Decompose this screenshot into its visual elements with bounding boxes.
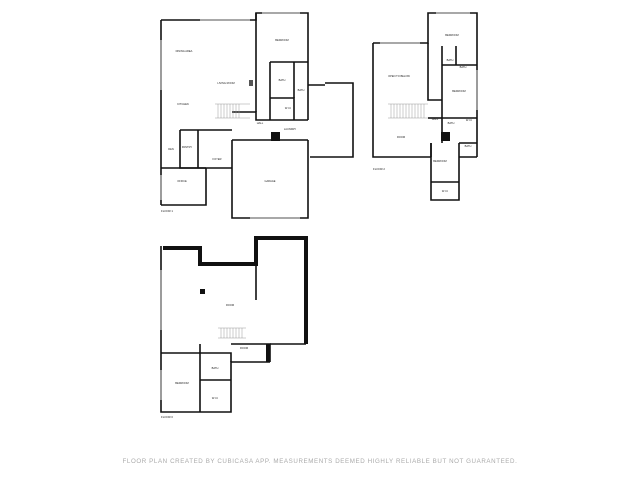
room-label: BATH	[460, 65, 467, 69]
room-label: BATH	[447, 58, 454, 62]
room-label: PANTRY	[182, 145, 193, 149]
room-label: LIVING ROOM	[217, 81, 234, 85]
room-label: OFFICE	[177, 179, 187, 183]
floor-0-name: FLOOR 0	[161, 415, 173, 419]
floor-1-fixture	[249, 80, 253, 86]
room-label: OPEN TO BELOW	[388, 74, 410, 78]
room-label: HALL	[257, 121, 264, 125]
floor-1-name: FLOOR 1	[161, 209, 173, 213]
room-label: BEDROOM	[175, 381, 188, 385]
floor-2-stairs	[388, 103, 428, 119]
room-label: W.I.C	[212, 396, 218, 400]
floor-1-stairs	[215, 103, 250, 119]
room-label: BATH	[298, 88, 305, 92]
room-label: BEDROOM	[433, 159, 446, 163]
floor-2-plan	[372, 12, 478, 201]
room-label: BATH	[212, 366, 219, 370]
room-label: DEN	[168, 147, 174, 151]
floor-1-labels: DINING AREA LIVING ROOM BEDROOM KITCHEN …	[168, 38, 304, 183]
room-label: W.I.C	[285, 106, 291, 110]
room-label: KITCHEN	[177, 102, 189, 106]
floor-0-stairs	[218, 327, 246, 339]
floor-1-plan	[160, 12, 354, 219]
floor-2-windows	[380, 12, 478, 110]
room-label: GARAGE	[264, 179, 275, 183]
disclaimer-footer: FLOOR PLAN CREATED BY CUBICASA APP. MEAS…	[122, 458, 518, 465]
room-label: ROOM	[240, 346, 248, 350]
room-label: DINING AREA	[176, 49, 193, 53]
room-label: ROOM	[226, 303, 234, 307]
room-label: FOYER	[213, 157, 222, 161]
room-label: BEDROOM	[445, 33, 458, 37]
room-label: BEDROOM	[275, 38, 288, 42]
room-label: W.I.C	[442, 189, 448, 193]
floor-2-stair-block	[441, 132, 450, 141]
floor-2-name: FLOOR 2	[373, 167, 385, 171]
floor-2-labels: BEDROOM OPEN TO BELOW BATH BATH BEDROOM …	[388, 33, 472, 193]
floor-0-block	[200, 289, 205, 294]
room-label: BATH	[465, 144, 472, 148]
floor-1-stair-block	[271, 132, 280, 141]
room-label: ROOM	[397, 135, 405, 139]
room-label: LAUNDRY	[284, 127, 297, 131]
floor-0-labels: ROOM ROOM BATH BEDROOM W.I.C	[175, 303, 248, 400]
room-label: BEDROOM	[452, 89, 465, 93]
room-label: BATH	[279, 78, 286, 82]
floor-0-thick-walls	[163, 236, 308, 362]
floor-1-windows	[160, 12, 300, 219]
room-label: W.I.C	[466, 118, 472, 122]
room-label: HALL	[432, 117, 439, 121]
room-label: BATH	[448, 121, 455, 125]
